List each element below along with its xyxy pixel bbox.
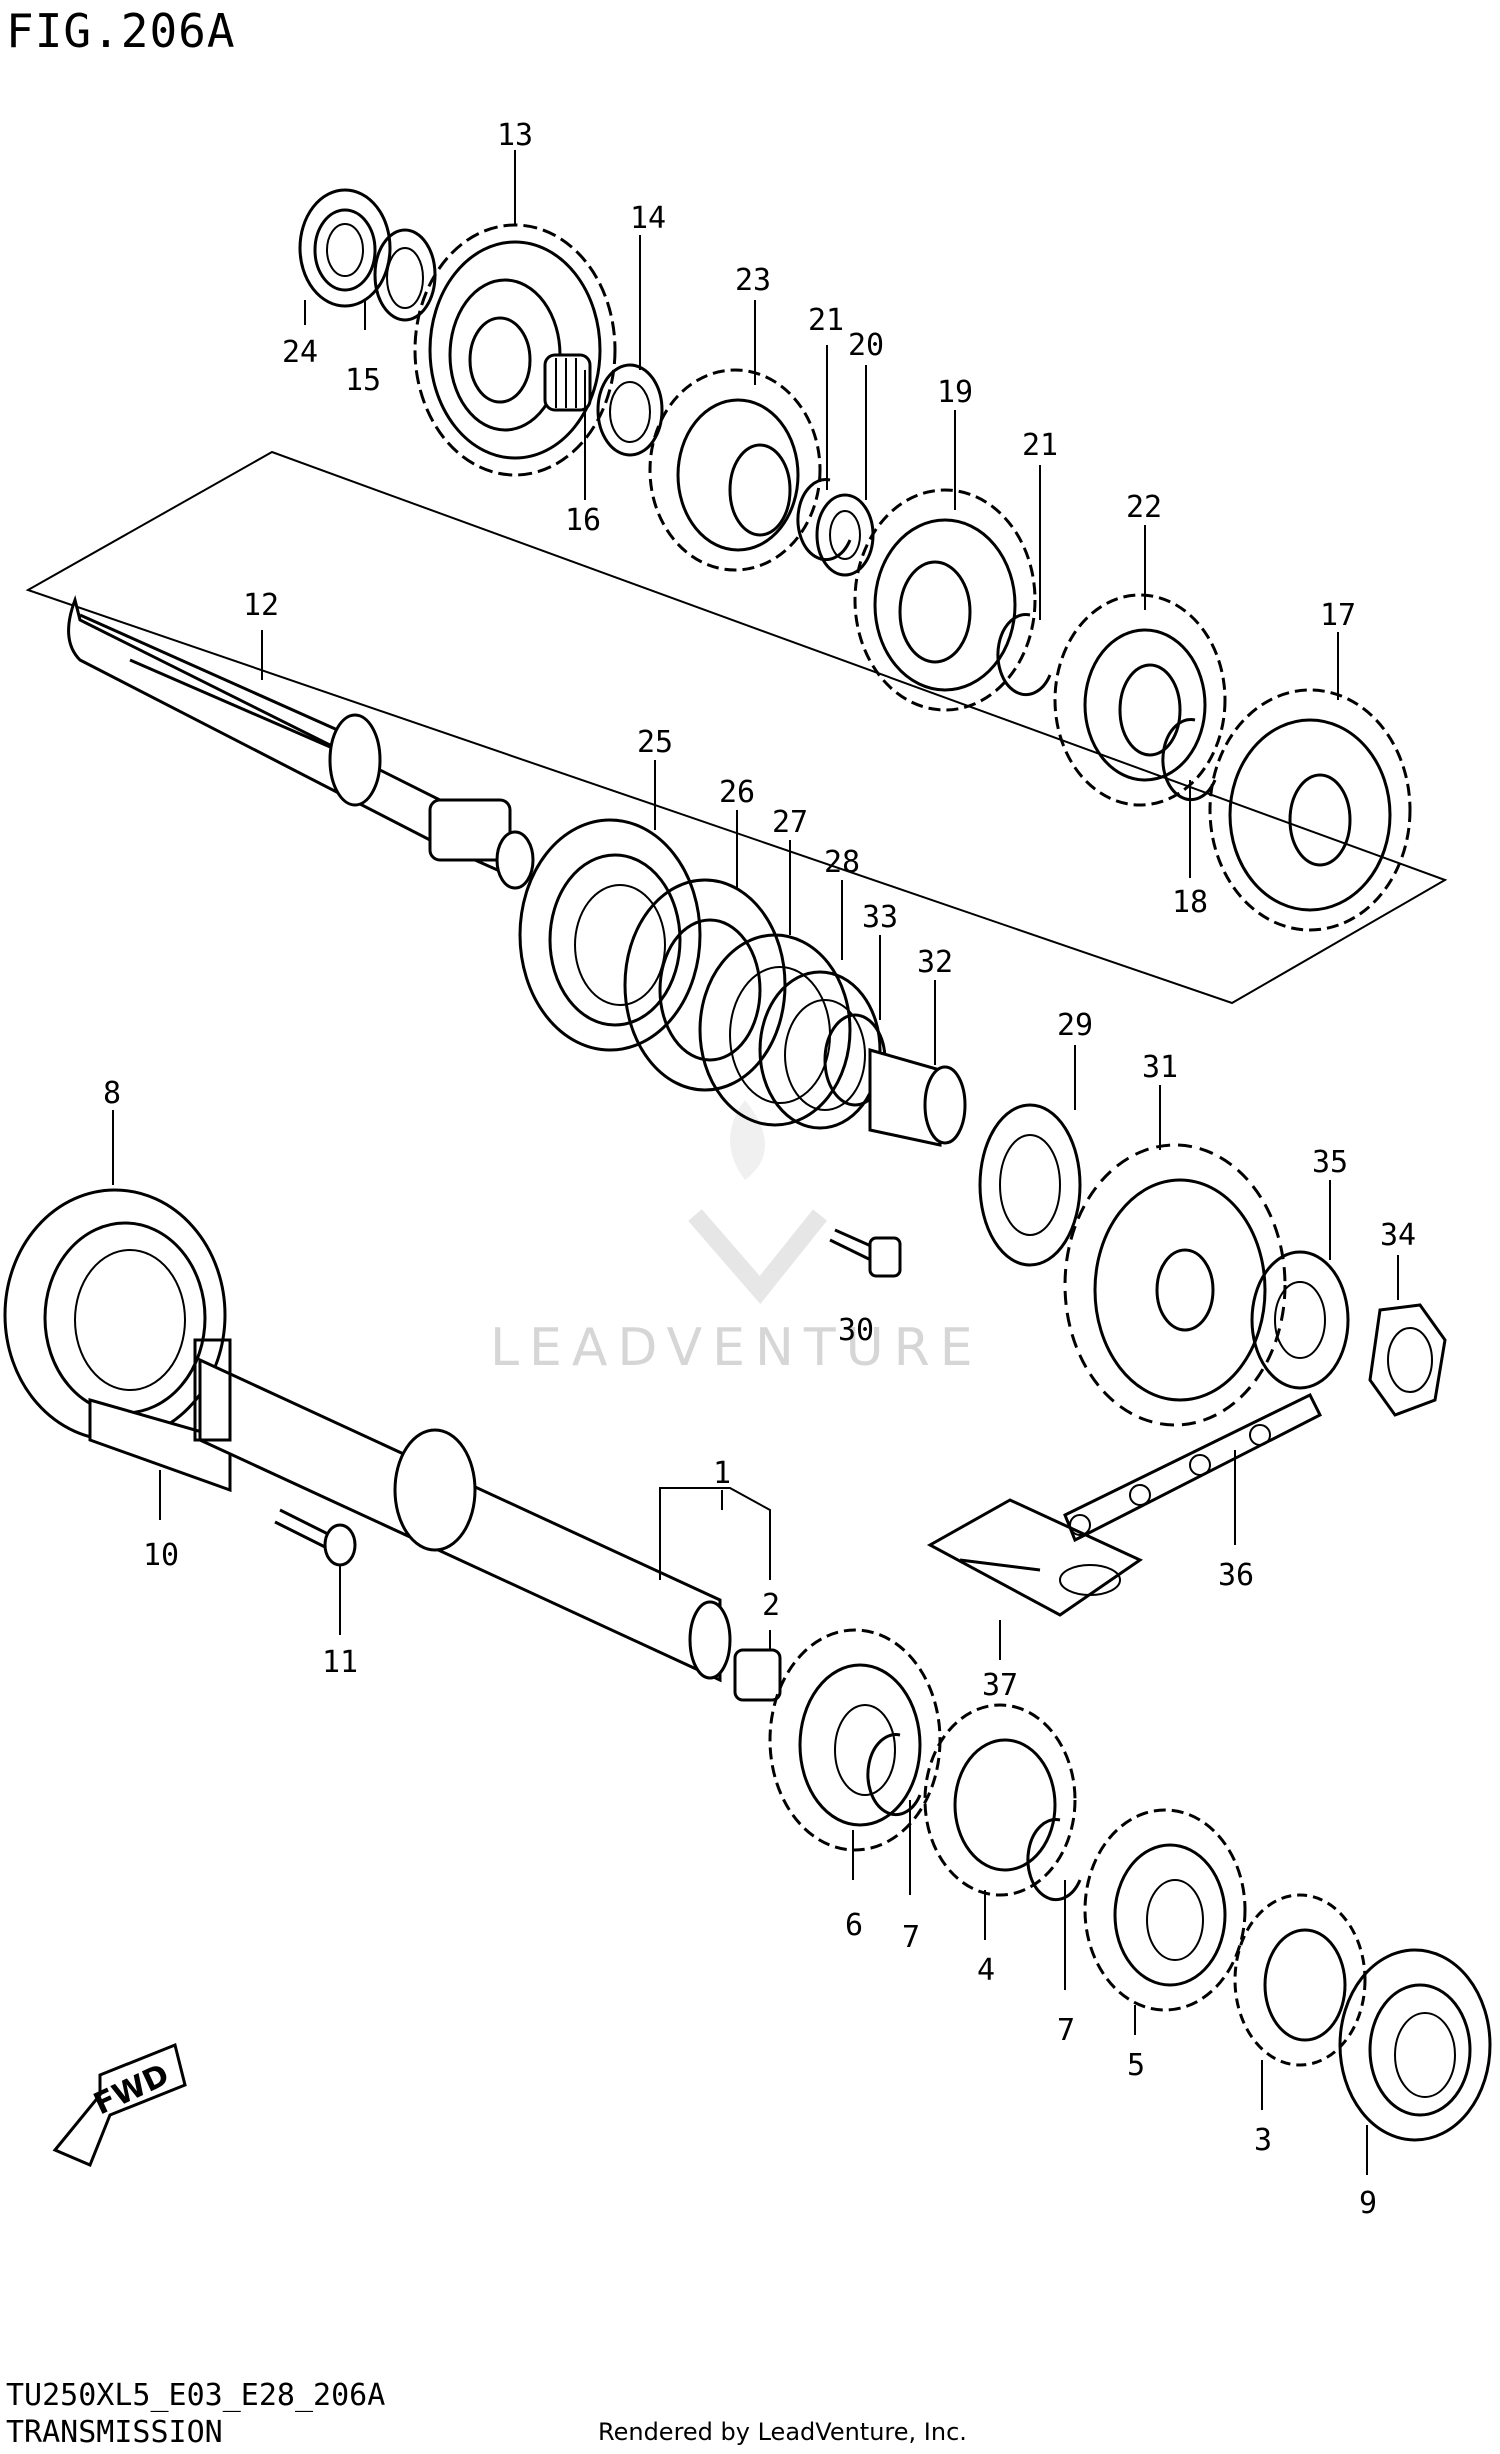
bearing-25 <box>518 818 702 1052</box>
part-label-1: 1 <box>713 1456 731 1491</box>
part-label-37: 37 <box>982 1668 1018 1703</box>
part-label-20: 20 <box>848 328 884 363</box>
diagram-code: TU250XL5_E03_E28_206A <box>6 2378 386 2413</box>
render-credit: Rendered by LeadVenture, Inc. <box>598 2418 967 2446</box>
countershaft-12 <box>67 594 535 890</box>
gear-23 <box>648 368 822 572</box>
circlip-21b <box>996 613 1052 697</box>
part-label-24: 24 <box>282 335 318 370</box>
screw-11 <box>274 1508 357 1567</box>
gear-4 <box>923 1703 1077 1897</box>
part-label-33: 33 <box>862 900 898 935</box>
retainer-10 <box>88 1398 232 1493</box>
part-label-6: 6 <box>845 1908 863 1943</box>
bearing-24 <box>298 188 392 308</box>
part-label-25: 25 <box>637 725 673 760</box>
washer-14 <box>596 363 664 457</box>
leader-lines <box>112 150 1399 2175</box>
part-label-30: 30 <box>838 1313 874 1348</box>
part-label-36: 36 <box>1218 1558 1254 1593</box>
part-label-28: 28 <box>824 845 860 880</box>
part-label-4: 4 <box>977 1953 995 1988</box>
spacer-28 <box>758 970 882 1130</box>
part-label-7b: 7 <box>1057 2013 1075 2048</box>
sprocket-31 <box>1063 1143 1287 1427</box>
bearing-9 <box>1338 1948 1492 2142</box>
circlip-18 <box>1161 718 1217 802</box>
circlip-7a <box>866 1733 922 1817</box>
lock-washer-35 <box>1250 1250 1350 1390</box>
part-label-11: 11 <box>322 1645 358 1680</box>
part-label-21a: 21 <box>808 303 844 338</box>
part-label-15: 15 <box>345 363 381 398</box>
watermark-logo <box>688 1100 828 1305</box>
group-outline-box <box>25 450 1448 1005</box>
part-label-10: 10 <box>143 1538 179 1573</box>
part-label-22: 22 <box>1126 490 1162 525</box>
fwd-arrow-icon: FWD <box>52 2042 187 2167</box>
bearing-8 <box>3 1188 227 1442</box>
collar-32 <box>868 1048 967 1147</box>
gear-17 <box>1208 688 1412 932</box>
part-label-29: 29 <box>1057 1008 1093 1043</box>
part-label-17: 17 <box>1320 598 1356 633</box>
washer-20 <box>815 493 875 577</box>
part-label-27: 27 <box>772 805 808 840</box>
part-label-7a: 7 <box>902 1920 920 1955</box>
needle-bearing-16 <box>543 353 592 412</box>
figure-title: FIG.206A <box>6 4 236 58</box>
bushing-2 <box>733 1648 782 1702</box>
fwd-label: FWD <box>89 2057 175 2122</box>
gear-19 <box>853 488 1037 712</box>
part-label-23: 23 <box>735 263 771 298</box>
part-label-2: 2 <box>762 1588 780 1623</box>
part-label-32: 32 <box>917 945 953 980</box>
mainshaft-1 <box>193 1338 732 1683</box>
part-label-9: 9 <box>1359 2186 1377 2221</box>
gear-5 <box>1083 1808 1247 2012</box>
master-link-37 <box>926 1498 1144 1617</box>
part-label-31: 31 <box>1142 1050 1178 1085</box>
part-label-19: 19 <box>937 375 973 410</box>
part-label-35: 35 <box>1312 1145 1348 1180</box>
plate-29 <box>978 1103 1082 1267</box>
part-labels: 13 14 23 21 20 19 21 22 17 18 24 15 16 1… <box>103 118 1416 2221</box>
part-label-34: 34 <box>1380 1218 1416 1253</box>
diagram-name: TRANSMISSION <box>6 2415 223 2450</box>
watermark-text: LEADVENTURE <box>490 1318 983 1378</box>
part-label-18: 18 <box>1172 885 1208 920</box>
drive-chain-36 <box>1063 1392 1323 1543</box>
part-label-5: 5 <box>1127 2048 1145 2083</box>
part-label-21b: 21 <box>1022 428 1058 463</box>
part-label-8: 8 <box>103 1076 121 1111</box>
part-label-16: 16 <box>565 503 601 538</box>
gear-22 <box>1053 593 1227 807</box>
gear-6 <box>768 1628 942 1852</box>
part-label-12: 12 <box>243 588 279 623</box>
part-label-14: 14 <box>630 201 666 236</box>
bolt-30 <box>829 1228 902 1278</box>
part-label-26: 26 <box>719 775 755 810</box>
nut-34 <box>1368 1303 1447 1417</box>
circlip-7b <box>1026 1818 1082 1902</box>
circlip-21a <box>796 478 852 562</box>
part-label-3: 3 <box>1254 2123 1272 2158</box>
o-ring-27 <box>698 933 852 1127</box>
gear-3 <box>1233 1893 1367 2067</box>
part-label-13: 13 <box>497 118 533 153</box>
